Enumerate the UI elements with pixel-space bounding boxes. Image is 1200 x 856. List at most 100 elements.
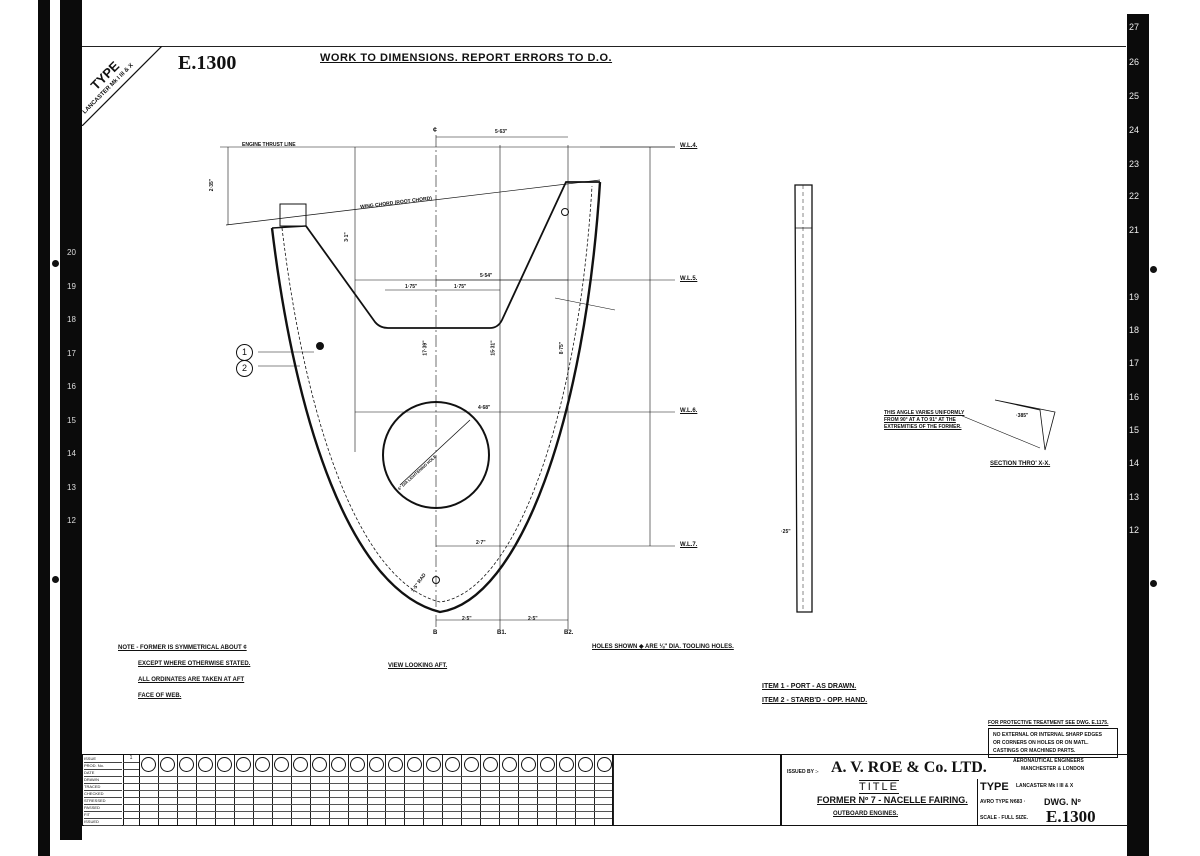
issue-grid-line xyxy=(404,797,424,798)
tooling-hole xyxy=(432,576,440,584)
company-name: A. V. ROE & Co. LTD. xyxy=(831,759,987,776)
right-ruler-number: 13 xyxy=(1129,492,1140,502)
issue-grid-line xyxy=(385,783,405,784)
issue-grid-line xyxy=(556,818,576,819)
issue-grid-line xyxy=(499,804,519,805)
issue-grid-line xyxy=(271,811,291,812)
issue-grid-line xyxy=(442,818,462,819)
issue-grid-line xyxy=(423,790,443,791)
issue-circle xyxy=(406,757,422,772)
issue-grid-line xyxy=(290,790,310,791)
former-outer-profile xyxy=(270,181,602,614)
issue-circle xyxy=(539,757,555,772)
issue-circle xyxy=(444,757,460,772)
binding-hole xyxy=(1150,580,1157,587)
issue-column xyxy=(271,755,292,825)
issue-grid-line xyxy=(385,811,405,812)
issue-grid-line xyxy=(214,790,234,791)
issue-grid-line xyxy=(499,776,519,777)
issue-grid-line xyxy=(480,776,500,777)
bottom-marker: B1. xyxy=(497,630,507,636)
issue-grid-line xyxy=(442,797,462,798)
item-balloon-2: 2 xyxy=(236,360,253,377)
issue-grid-line xyxy=(328,783,348,784)
issue-grid-line xyxy=(556,797,576,798)
issue-grid-line xyxy=(594,790,613,791)
issue-row-label: CHECKED xyxy=(84,790,122,798)
issue-grid-line xyxy=(347,776,367,777)
issue-grid-line xyxy=(195,804,215,805)
drawing-border xyxy=(82,46,1126,825)
issue-grid-line xyxy=(290,818,310,819)
issue-grid-line xyxy=(233,804,253,805)
issue-grid-line xyxy=(423,783,443,784)
issue-column xyxy=(423,755,444,825)
left-ruler-number: 14 xyxy=(67,449,76,458)
dim-inner-left: 1·75" xyxy=(405,284,418,290)
issue-circles xyxy=(139,755,614,825)
bottom-marker: B xyxy=(433,630,438,636)
issue-grid-line xyxy=(575,818,595,819)
issue-grid-line xyxy=(252,783,272,784)
issue-column xyxy=(139,755,159,825)
right-ruler-number: 16 xyxy=(1129,392,1140,402)
section-label: SECTION THRO' X-X. xyxy=(990,461,1051,467)
label-centerline: ¢ xyxy=(433,127,437,134)
issue-grid-line xyxy=(157,804,177,805)
issue-column xyxy=(214,755,235,825)
issue-grid-line xyxy=(499,797,519,798)
issue-grid-line xyxy=(328,804,348,805)
right-ruler-number: 12 xyxy=(1129,525,1140,535)
binding-hole xyxy=(52,260,59,267)
issue-grid-line xyxy=(214,797,234,798)
right-ruler-number: 24 xyxy=(1129,125,1140,135)
issue-grid-line xyxy=(328,811,348,812)
issue-grid-line xyxy=(366,790,386,791)
right-ruler-number: 18 xyxy=(1129,325,1140,335)
section-view xyxy=(994,399,1056,451)
issue-row-label: DATE xyxy=(84,769,122,777)
issue-circle xyxy=(577,757,593,772)
issue-grid-line xyxy=(233,811,253,812)
issue-column xyxy=(366,755,387,825)
issue-grid-line xyxy=(537,783,557,784)
issue-grid-line xyxy=(404,783,424,784)
former-side-view xyxy=(794,184,813,613)
issue-grid-line xyxy=(252,818,272,819)
protective-treatment-box: FOR PROTECTIVE TREATMENT SEE DWG. E.1175… xyxy=(988,720,1118,758)
company-sub-line: AERONAUTICAL ENGINEERS xyxy=(1013,758,1084,764)
issue-row-label: TRACED xyxy=(84,783,122,791)
issue-grid-line xyxy=(537,811,557,812)
protective-line: NO EXTERNAL OR INTERNAL SHARP EDGES xyxy=(993,732,1102,738)
issue-circle xyxy=(236,757,252,772)
issue-grid-line xyxy=(195,797,215,798)
waterline-label: W.L.5. xyxy=(680,276,698,282)
issue-grid-line xyxy=(214,804,234,805)
issue-column xyxy=(252,755,273,825)
issue-grid-line xyxy=(537,818,557,819)
dim-vertical-center2: 15·31" xyxy=(490,340,497,356)
issue-grid-line xyxy=(461,818,481,819)
issue-grid-line xyxy=(461,783,481,784)
title-text: FORMER Nº 7 - NACELLE FAIRING. xyxy=(817,795,968,805)
issue-column xyxy=(594,755,614,825)
item-note-1: ITEM 1 - PORT - AS DRAWN. xyxy=(762,683,857,690)
issue-grid-line xyxy=(271,790,291,791)
issue-grid-line xyxy=(271,804,291,805)
issue-grid-line xyxy=(328,776,348,777)
issue-grid-line xyxy=(423,776,443,777)
issue-grid-line xyxy=(518,818,538,819)
issue-grid-line xyxy=(195,818,215,819)
issue-circle xyxy=(558,757,574,772)
issue-grid-line xyxy=(404,811,424,812)
issue-grid-line xyxy=(328,790,348,791)
issue-grid-line xyxy=(480,783,500,784)
issue-circle xyxy=(312,757,328,772)
issue-grid-line xyxy=(290,797,310,798)
issue-grid-line xyxy=(423,818,443,819)
item-note-2: ITEM 2 - STARB'D - OPP. HAND. xyxy=(762,697,868,704)
drawing-number-header: E.1300 xyxy=(178,52,237,74)
issue-grid-line xyxy=(575,811,595,812)
right-ruler-strip xyxy=(1127,14,1149,856)
blank-block xyxy=(612,754,782,826)
